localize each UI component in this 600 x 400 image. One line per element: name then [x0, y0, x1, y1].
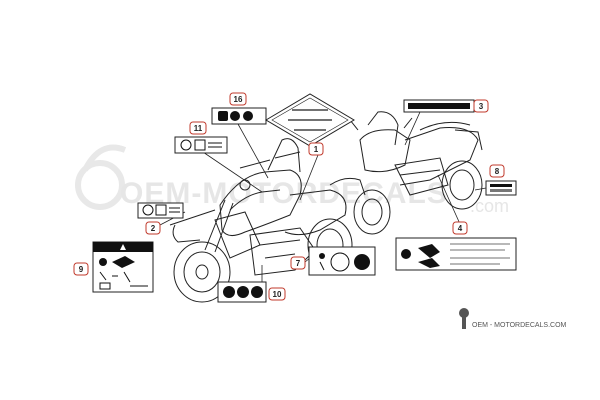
- decal-icon: [218, 111, 228, 121]
- callout-badge[interactable]: 9: [73, 262, 89, 276]
- callout-label: 7: [296, 259, 301, 268]
- callout-badges: 16 11 1 3 8 2 4 9: [73, 92, 505, 301]
- motorcycle-front-view: [169, 138, 366, 303]
- decal-icon: [354, 254, 370, 270]
- decal-icon: [194, 139, 206, 151]
- callout-label: 8: [495, 167, 500, 176]
- decal-icon: [180, 139, 192, 151]
- decal-10[interactable]: [217, 281, 267, 303]
- decal-icon: [230, 111, 240, 121]
- callout-label: 3: [479, 102, 484, 111]
- decal-2[interactable]: [137, 202, 184, 219]
- decal-icon: [223, 286, 235, 298]
- decal-stripe: [408, 103, 470, 109]
- callout-label: 4: [458, 224, 463, 233]
- decal-11[interactable]: [174, 136, 228, 154]
- decal-icon: [401, 249, 411, 259]
- decal-icon: [243, 111, 253, 121]
- decal-icon: [99, 258, 107, 266]
- callout-badge[interactable]: 11: [189, 121, 207, 135]
- footer-logo: OEM - MOTORDECALS.COM: [459, 308, 567, 329]
- decal-3[interactable]: [403, 99, 475, 113]
- warning-icon: [120, 244, 126, 250]
- decal-icon: [142, 204, 154, 216]
- decal-16[interactable]: [211, 107, 267, 125]
- callout-badge[interactable]: 7: [290, 256, 306, 270]
- logo-text: OEM - MOTORDECALS.COM: [472, 322, 567, 329]
- motorcycle-rear-view: [349, 111, 483, 235]
- callout-badge[interactable]: 4: [452, 221, 468, 235]
- callout-badge[interactable]: 1: [308, 142, 324, 156]
- motorcycle-icon: [418, 244, 440, 258]
- decal-8[interactable]: [485, 180, 517, 196]
- decal-9[interactable]: [92, 241, 154, 293]
- callout-badge[interactable]: 2: [145, 221, 161, 235]
- decal-icon: [330, 252, 350, 272]
- callout-label: 16: [234, 95, 243, 104]
- decal-icon: [155, 204, 167, 216]
- decal-1[interactable]: [265, 93, 355, 147]
- callout-label: 1: [314, 145, 319, 154]
- callout-label: 10: [273, 290, 282, 299]
- callout-badge[interactable]: 16: [229, 92, 247, 106]
- callout-label: 9: [79, 265, 84, 274]
- callout-label: 2: [151, 224, 156, 233]
- decal-icon: [237, 286, 249, 298]
- motorcycle-icon: [112, 256, 135, 268]
- decal-icon: [251, 286, 263, 298]
- decal-7[interactable]: [308, 246, 376, 276]
- motorcycle-icon: [418, 258, 440, 268]
- callout-badge[interactable]: 3: [473, 99, 489, 113]
- callout-badge[interactable]: 10: [268, 287, 286, 301]
- watermark-suffix: .com: [470, 196, 509, 216]
- callout-label: 11: [194, 124, 203, 133]
- watermark-bike-icon: [75, 144, 127, 210]
- decal-4[interactable]: [395, 237, 517, 271]
- logo-icon: [459, 308, 469, 329]
- callout-badge[interactable]: 8: [489, 164, 505, 178]
